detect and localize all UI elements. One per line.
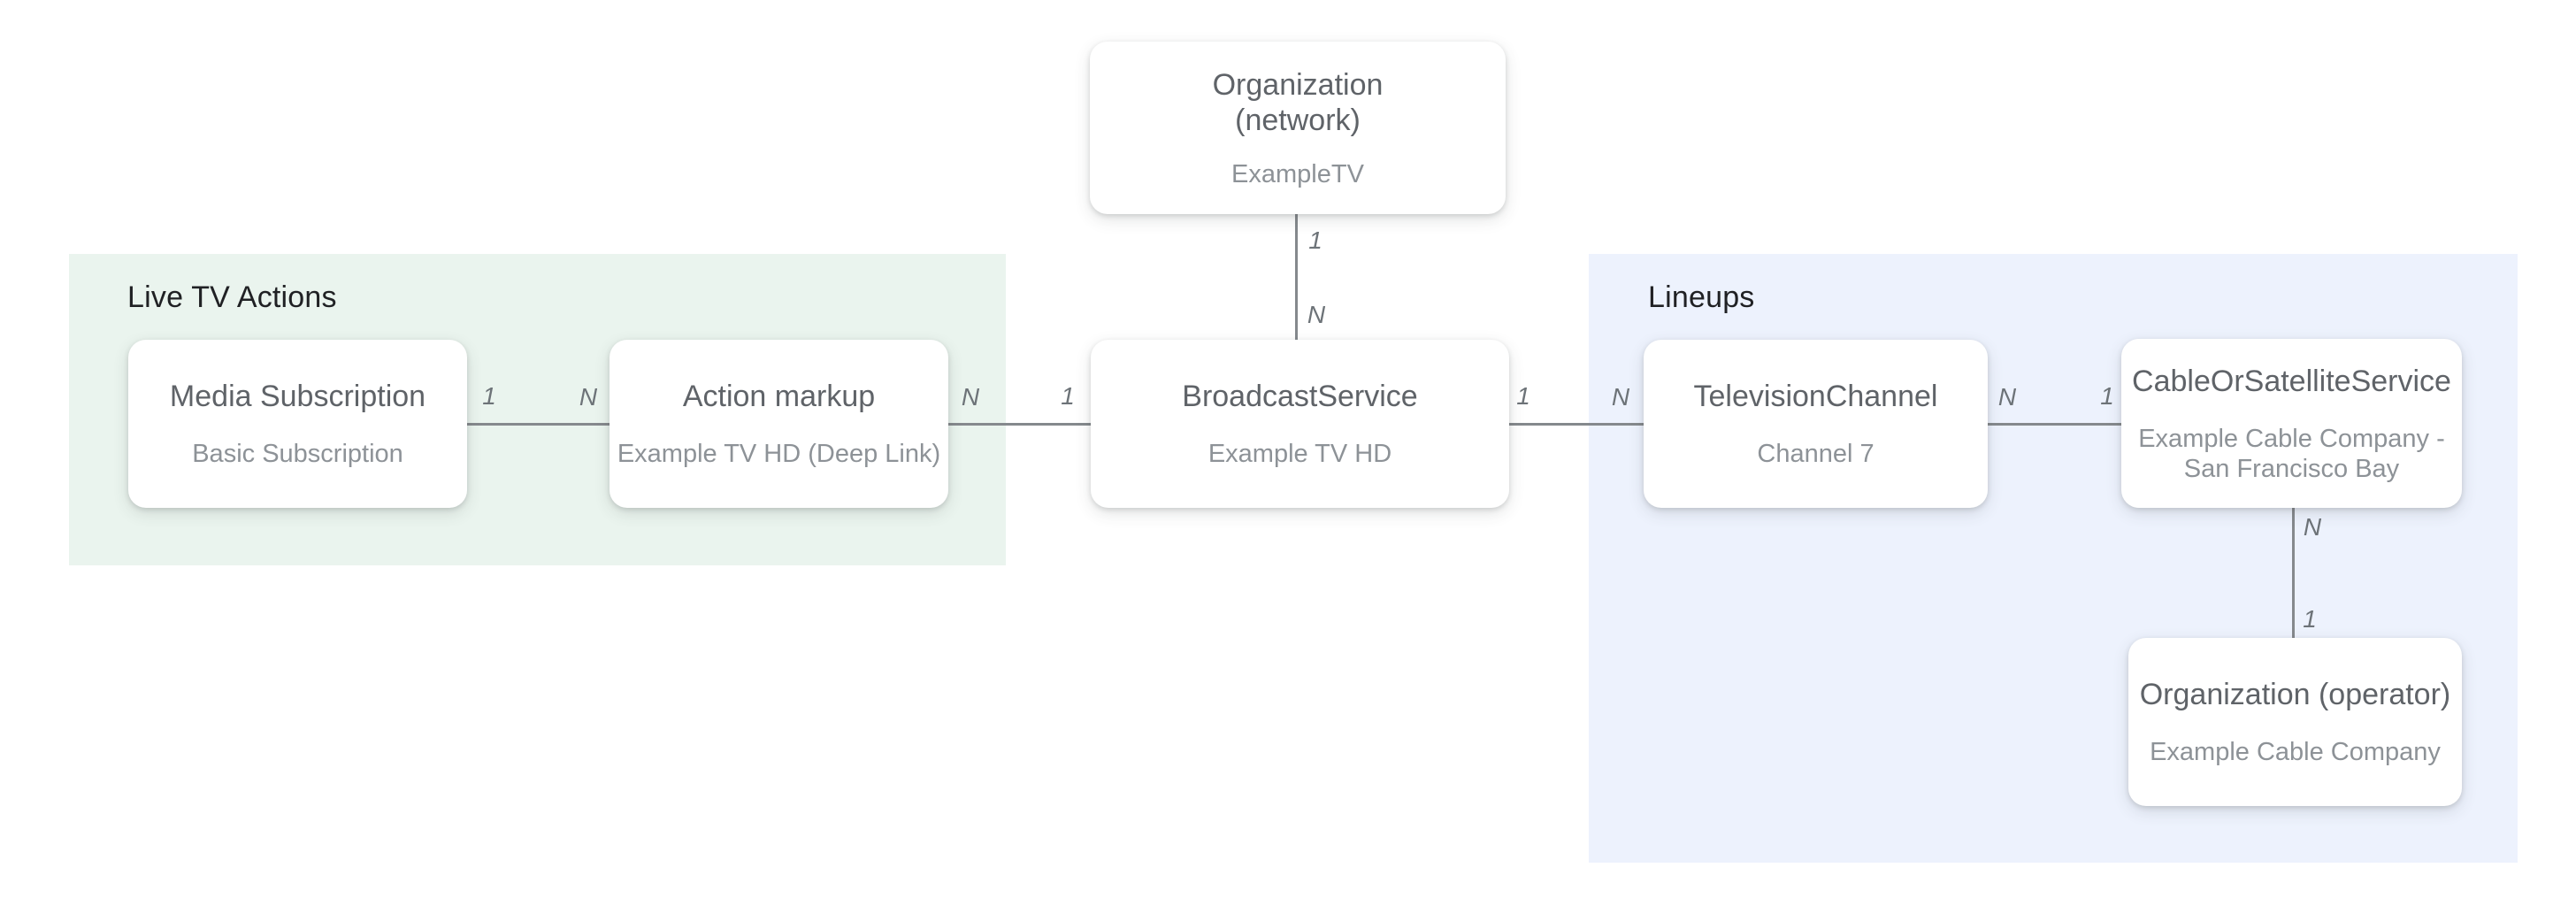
region-label-lineups: Lineups [1648, 280, 1755, 314]
cardinality-label: 1 [1516, 382, 1530, 410]
node-subtitle: Example TV HD (Deep Link) [617, 440, 941, 468]
cardinality-label: N [961, 383, 980, 411]
node-title: Action markup [682, 380, 876, 413]
connector-media-subscription-action-markup [467, 423, 610, 426]
node-title: TelevisionChannel [1693, 380, 1938, 413]
connector-action-markup-broadcast-service [948, 423, 1091, 426]
node-title: Organization (operator) [2139, 678, 2451, 711]
cardinality-label: N [2303, 513, 2322, 541]
node-title: CableOrSatelliteService [2132, 364, 2451, 398]
node-title: Organization (network) [1212, 67, 1384, 137]
node-title: Media Subscription [169, 380, 426, 413]
node-media-subscription: Media Subscription Basic Subscription [128, 340, 467, 508]
cardinality-label: 1 [482, 382, 496, 410]
connector-broadcast-service-television-channel [1509, 423, 1644, 426]
node-subtitle: Example Cable Company - San Francisco Ba… [2138, 424, 2445, 483]
node-television-channel: TelevisionChannel Channel 7 [1644, 340, 1988, 508]
cardinality-label: N [1611, 383, 1630, 411]
region-label-live-tv-actions: Live TV Actions [127, 280, 337, 314]
node-broadcast-service: BroadcastService Example TV HD [1091, 340, 1509, 508]
node-organization-network: Organization (network) ExampleTV [1090, 42, 1506, 214]
cardinality-label: N [579, 383, 598, 411]
cardinality-label: N [1997, 383, 2017, 411]
node-subtitle: Channel 7 [1757, 440, 1874, 468]
cardinality-label: 1 [1061, 382, 1075, 410]
cardinality-label: 1 [2303, 605, 2317, 633]
node-subtitle: Example Cable Company [2150, 738, 2441, 766]
cardinality-label: 1 [1308, 226, 1322, 254]
node-subtitle: Basic Subscription [192, 440, 403, 468]
node-subtitle: Example TV HD [1208, 440, 1392, 468]
node-subtitle: ExampleTV [1231, 159, 1364, 188]
cardinality-label: N [1307, 301, 1326, 328]
cardinality-label: 1 [2100, 382, 2114, 410]
connector-television-channel-cable-or-satellite-service [1988, 423, 2121, 426]
node-title: BroadcastService [1182, 380, 1418, 413]
connector-cable-or-satellite-service-organization-operator [2292, 508, 2295, 638]
node-cable-or-satellite-service: CableOrSatelliteService Example Cable Co… [2121, 339, 2462, 508]
connector-organization-network-broadcast-service [1295, 214, 1298, 340]
node-action-markup: Action markup Example TV HD (Deep Link) [610, 340, 948, 508]
node-organization-operator: Organization (operator) Example Cable Co… [2128, 638, 2462, 806]
